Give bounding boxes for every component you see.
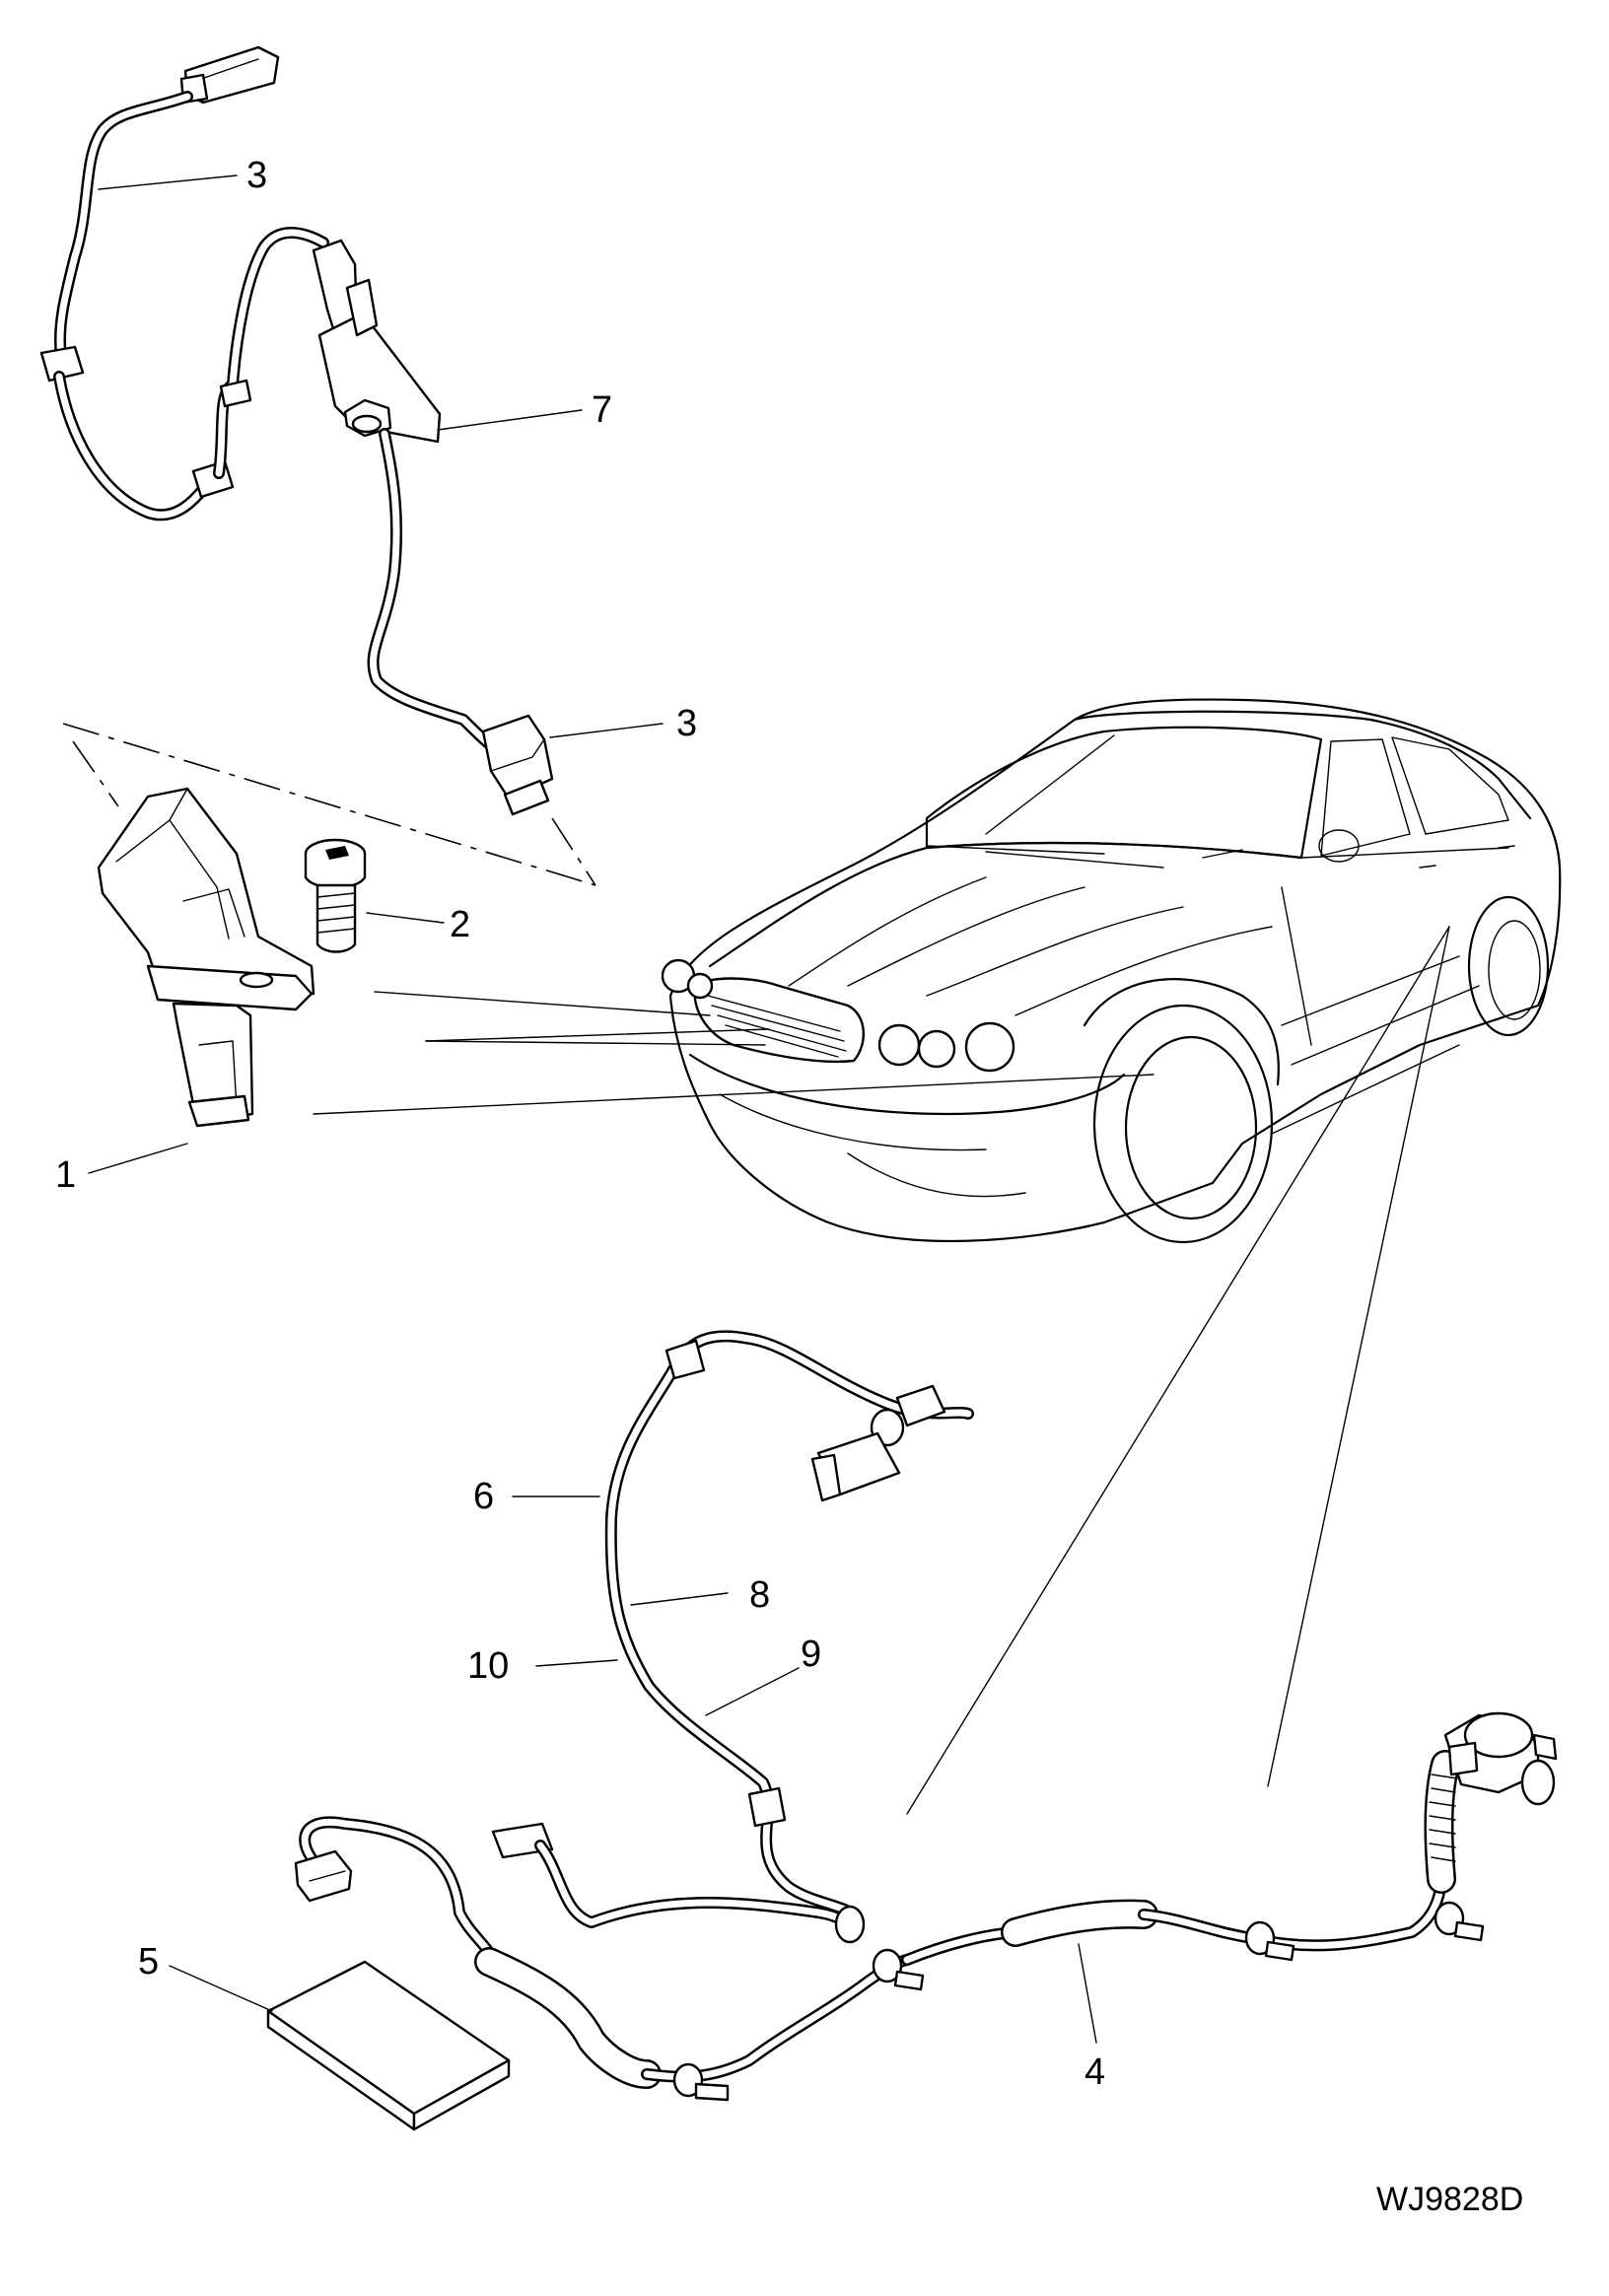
- projection-lines: [62, 723, 596, 886]
- harness-left-connector: [294, 1849, 353, 1903]
- harness-grommet-2: [872, 1948, 925, 1991]
- callout-1: 1: [55, 1154, 76, 1196]
- vehicle-illustration: [661, 698, 1562, 1244]
- harness-connector-lower: [481, 714, 554, 816]
- harness-grommet-1: [672, 2062, 730, 2102]
- callout-numbers: 3 7 3 2 1 6 8 10 9 5 4: [55, 155, 1105, 2093]
- main-harness: [294, 1711, 1558, 2102]
- harness-grommet-3: [1244, 1920, 1295, 1962]
- callout-7: 7: [592, 389, 612, 431]
- callout-10: 10: [467, 1645, 509, 1687]
- callout-9: 9: [801, 1634, 821, 1675]
- drawing-reference: WJ9828D: [1376, 2181, 1523, 2218]
- callout-3-top: 3: [246, 155, 267, 196]
- callout-8: 8: [749, 1574, 770, 1616]
- rear-sensor-connector: [810, 1384, 946, 1502]
- front-sensor-harness: [39, 45, 554, 816]
- callout-2: 2: [450, 904, 470, 945]
- wheel-speed-sensor: [97, 787, 315, 1128]
- callout-4: 4: [1084, 2052, 1105, 2093]
- sensor-bracket: [312, 239, 442, 444]
- rear-sensor-harness: [491, 1330, 974, 1944]
- harness-grommet-4: [1434, 1901, 1485, 1942]
- sensor-bolt: [304, 838, 367, 953]
- vehicle-leader-lines: [313, 926, 1450, 1815]
- abs-module-plate: [266, 1960, 511, 2131]
- harness-connector-top: [179, 45, 280, 104]
- callout-leaders: [88, 174, 1097, 2044]
- harness-end-connector: [1443, 1711, 1558, 1806]
- callout-3-lower: 3: [676, 703, 697, 744]
- callout-6: 6: [473, 1476, 494, 1517]
- callout-5: 5: [138, 1941, 159, 1983]
